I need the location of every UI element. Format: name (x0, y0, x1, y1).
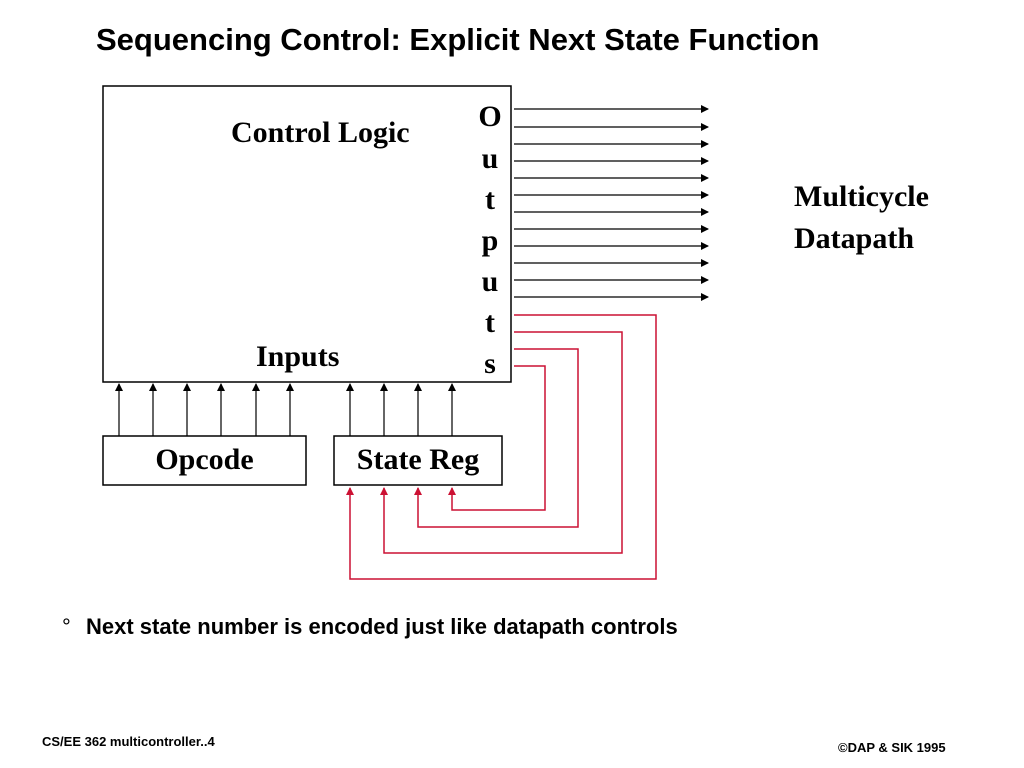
multicycle-datapath-label: Multicycle Datapath (794, 176, 929, 260)
opcode-input-wires (115, 383, 294, 436)
datapath-line-1: Multicycle (794, 180, 929, 213)
state-reg-input-wires (346, 383, 456, 436)
feedback-wire (414, 348, 579, 528)
slide-title: Sequencing Control: Explicit Next State … (96, 22, 820, 57)
control-logic-label: Control Logic (231, 116, 410, 149)
feedback-wire (346, 314, 657, 580)
outputs-letter: p (481, 224, 499, 257)
state-reg-label: State Reg (356, 443, 480, 476)
inputs-label: Inputs (256, 340, 340, 373)
outputs-letter: O (478, 100, 502, 133)
outputs-letter: t (485, 306, 495, 339)
next-state-feedback-wires (346, 314, 657, 580)
footer-course-label: CS/EE 362 multicontroller..4 (42, 734, 215, 749)
outputs-letter: s (484, 347, 496, 380)
feedback-wire (380, 331, 623, 554)
bullet-text: Next state number is encoded just like d… (86, 614, 678, 639)
bullet-symbol: ° (62, 614, 71, 639)
outputs-letter: u (481, 142, 499, 175)
bullet-point: ° Next state number is encoded just like … (62, 614, 678, 640)
footer-copyright: ©DAP & SIK 1995 (838, 740, 946, 755)
opcode-box (102, 435, 307, 486)
feedback-wire (448, 365, 546, 511)
outputs-letter: u (481, 265, 499, 298)
opcode-label: Opcode (155, 443, 254, 476)
datapath-line-2: Datapath (794, 222, 915, 255)
control-logic-box (102, 85, 512, 383)
outputs-letter: t (485, 183, 495, 216)
datapath-control-outputs (514, 105, 709, 301)
